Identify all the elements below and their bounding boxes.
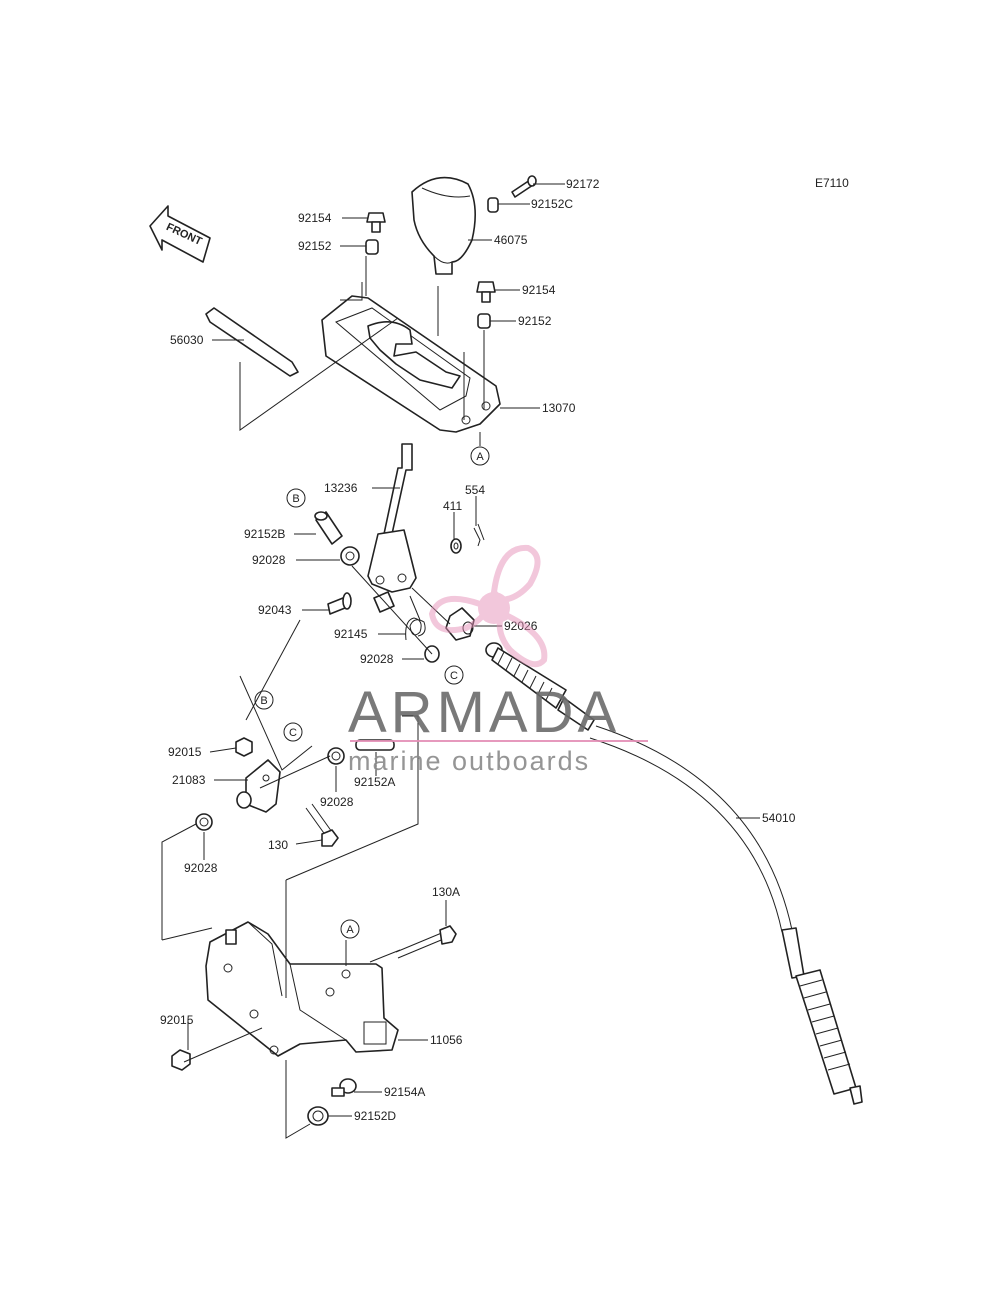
bolt-130 <box>305 803 339 847</box>
svg-text:A: A <box>476 451 484 463</box>
collar-92152D <box>307 1106 329 1126</box>
label-411: 411 <box>443 499 462 513</box>
svg-text:A: A <box>346 924 354 936</box>
label-46075: 46075 <box>494 233 528 247</box>
svg-text:C: C <box>450 670 458 682</box>
callout-b-bottom: B <box>254 690 274 710</box>
label-92152B: 92152B <box>244 527 285 541</box>
label-92152D: 92152D <box>354 1109 396 1123</box>
label-13236: 13236 <box>324 481 358 495</box>
callout-c-bottom: C <box>283 722 303 742</box>
pin-92152B <box>314 511 343 545</box>
front-arrow-icon: FRONT <box>149 205 211 263</box>
collar-92152C <box>487 197 499 213</box>
label-130: 130 <box>268 838 288 852</box>
collar-21083-bush <box>236 791 252 809</box>
label-92015-a: 92015 <box>168 745 202 759</box>
pin-92043 <box>327 592 352 615</box>
label-21083: 21083 <box>172 773 206 787</box>
watermark-rule <box>350 740 648 742</box>
bolt-92154-top <box>366 212 386 233</box>
collar-92152-right <box>477 313 491 329</box>
svg-text:B: B <box>292 493 299 505</box>
watermark-tagline: marine outboards <box>348 746 590 776</box>
plate-56030 <box>205 307 299 377</box>
label-92015-b: 92015 <box>160 1013 194 1027</box>
svg-text:C: C <box>289 727 297 739</box>
label-92154A: 92154A <box>384 1085 425 1099</box>
label-92028-d: 92028 <box>184 861 218 875</box>
shift-gate-13070 <box>321 295 501 433</box>
label-92152-right: 92152 <box>518 314 552 328</box>
leader-lines <box>161 183 760 1139</box>
watermark-brand: ARMADA <box>348 680 620 745</box>
label-92152A: 92152A <box>354 775 395 789</box>
label-11056: 11056 <box>430 1033 463 1047</box>
collar-92028-a <box>340 546 360 566</box>
spring-92145 <box>405 595 426 641</box>
svg-text:B: B <box>260 695 267 707</box>
base-bracket-11056 <box>205 921 399 1057</box>
label-92154-right: 92154 <box>522 283 556 297</box>
collar-92152-top <box>365 239 379 255</box>
screw-92172 <box>511 175 537 198</box>
label-13070: 13070 <box>542 401 576 415</box>
label-92028-a: 92028 <box>252 553 286 567</box>
label-92152-top: 92152 <box>298 239 332 253</box>
shift-lever-13236 <box>367 443 417 593</box>
label-92028-b: 92028 <box>360 652 394 666</box>
cotter-pin-554 <box>473 523 485 547</box>
label-92043: 92043 <box>258 603 292 617</box>
nut-92015-b <box>171 1049 191 1071</box>
callout-a-top: A <box>470 446 490 466</box>
joint-92026 <box>445 607 475 641</box>
shift-knob <box>411 176 476 275</box>
bracket-21083 <box>245 759 281 813</box>
label-92172: 92172 <box>566 177 600 191</box>
collar-92028-c <box>327 747 345 765</box>
label-92026: 92026 <box>504 619 538 633</box>
nut-92015-a <box>235 737 253 757</box>
label-92152C: 92152C <box>531 197 573 211</box>
label-92145: 92145 <box>334 627 368 641</box>
cable-54010 <box>485 642 863 1105</box>
watermark: ARMADA marine outboards <box>348 544 648 776</box>
label-56030: 56030 <box>170 333 204 347</box>
bolt-92154A <box>331 1078 357 1097</box>
bolt-92154-right <box>476 281 496 303</box>
propeller-logo-icon <box>428 544 548 668</box>
bolt-130A <box>395 925 457 959</box>
diagram-code: E7110 <box>815 176 849 190</box>
label-130A: 130A <box>432 885 460 899</box>
callout-b-top: B <box>286 488 306 508</box>
label-54010: 54010 <box>762 811 796 825</box>
label-554: 554 <box>465 483 485 497</box>
label-92028-c: 92028 <box>320 795 354 809</box>
label-92154-top: 92154 <box>298 211 332 225</box>
callout-c-top: C <box>444 665 464 685</box>
callout-a-bottom: A <box>340 919 360 939</box>
washer-411 <box>450 538 462 554</box>
collar-92028-d <box>195 813 213 831</box>
